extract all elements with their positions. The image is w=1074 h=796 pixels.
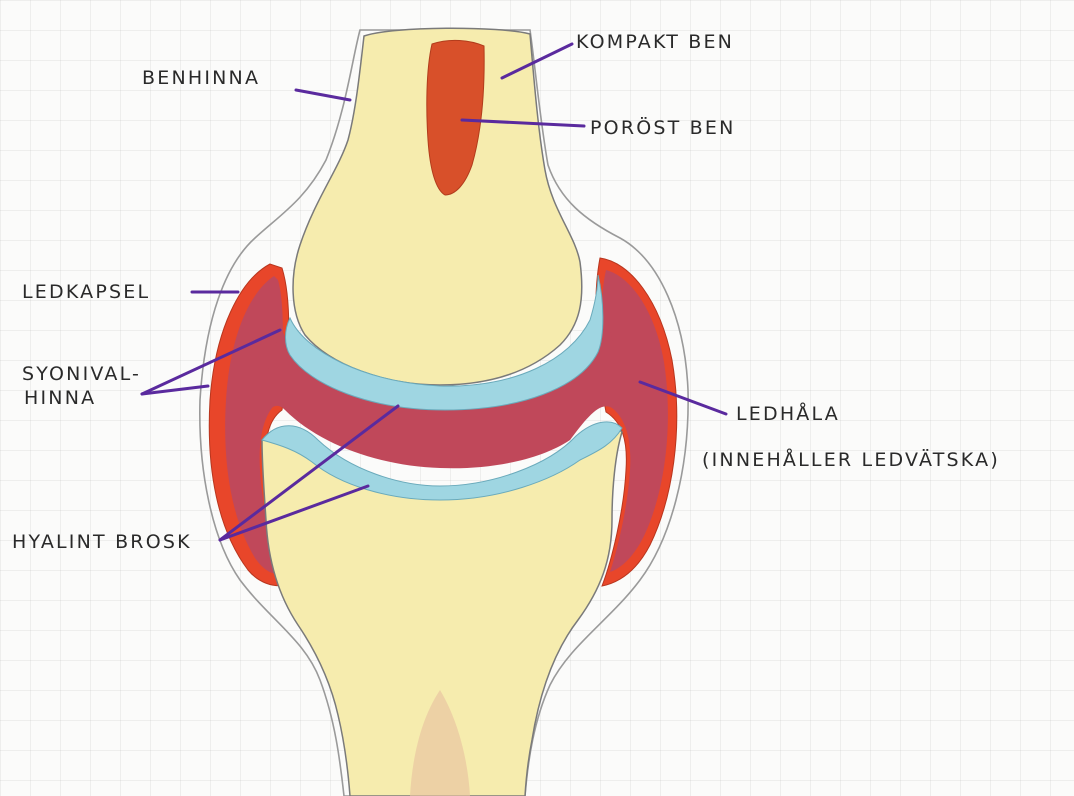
label-synovialhinna-line2: HINNA	[24, 387, 96, 409]
label-synovialhinna-line1: SYONIVAL-	[22, 363, 141, 385]
label-hyalint-brosk: HYALINT BROSK	[12, 531, 192, 553]
label-ledhala-line1: LEDHÅLA	[736, 402, 840, 425]
label-benhinna: BENHINNA	[142, 67, 260, 89]
label-kompakt-ben: KOMPAKT BEN	[576, 31, 734, 53]
label-porost-ben: PORÖST BEN	[590, 116, 736, 139]
label-ledhala-line2: (INNEHÅLLER LEDVÄTSKA)	[702, 448, 1000, 471]
leader-benhinna	[296, 90, 350, 100]
label-ledkapsel: LEDKAPSEL	[22, 281, 150, 303]
